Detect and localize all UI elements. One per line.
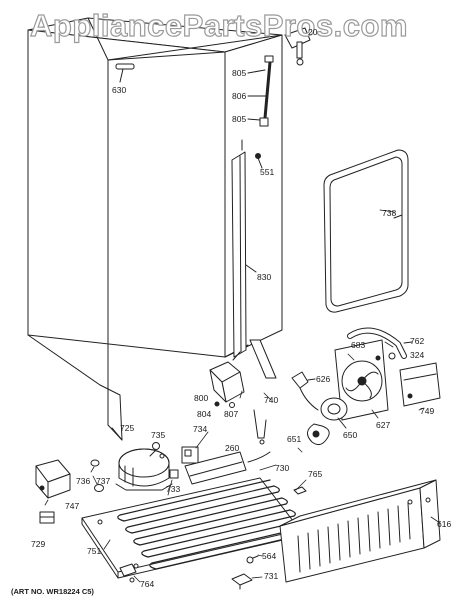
part-804-graphic (214, 401, 220, 407)
part-label-738: 738 (382, 208, 397, 218)
part-label-551: 551 (260, 167, 275, 177)
art-number: (ART NO. WR18224 C5) (11, 587, 94, 596)
part-label-762: 762 (410, 336, 425, 346)
part-616-graphic (279, 479, 441, 583)
top-hinge-graphic (284, 27, 311, 66)
part-label-805-top: 805 (232, 68, 247, 78)
part-734-graphic (181, 446, 199, 464)
part-830-graphic (231, 139, 257, 358)
part-651-graphic (307, 423, 330, 446)
part-label-627: 627 (376, 420, 391, 430)
part-762-graphic (347, 327, 413, 359)
part-800-graphic (209, 351, 245, 403)
part-label-616: 616 (437, 519, 452, 529)
part-label-651: 651 (287, 434, 302, 444)
part-764-graphic (119, 563, 137, 583)
part-label-765: 765 (308, 469, 323, 479)
part-label-804: 804 (197, 409, 212, 419)
part-label-807: 807 (224, 409, 239, 419)
part-label-736: 736 (76, 476, 91, 486)
part-label-650: 650 (343, 430, 358, 440)
part-label-730: 730 (275, 463, 290, 473)
part-751-graphic (81, 477, 301, 579)
part-740-graphic (253, 409, 267, 445)
part-627-graphic (334, 339, 389, 421)
part-737-graphic (94, 484, 104, 492)
part-731-graphic (231, 573, 253, 590)
part-564-graphic (246, 555, 259, 564)
part-label-830: 830 (257, 272, 272, 282)
part-324-graphic (388, 352, 396, 360)
part-label-733: 733 (166, 484, 181, 494)
part-807-graphic (229, 402, 235, 408)
part-label-805-bottom: 805 (232, 114, 247, 124)
part-label-683: 683 (351, 340, 366, 350)
part-label-731: 731 (264, 571, 279, 581)
part-733-graphic (169, 469, 179, 479)
part-label-751: 751 (87, 546, 102, 556)
part-736-graphic (90, 459, 100, 467)
part-label-749: 749 (420, 406, 435, 416)
leader-lines (44, 209, 441, 583)
part-label-564: 564 (262, 551, 277, 561)
part-551-graphic (255, 153, 263, 169)
part-747-graphic (35, 459, 71, 499)
watermark: AppliancePartsPros.com (29, 7, 408, 43)
part-label-806: 806 (232, 91, 247, 101)
part-label-764: 764 (140, 579, 155, 589)
part-label-20x: 20 (308, 27, 318, 37)
part-label-729: 729 (31, 539, 46, 549)
part-806-graphic (247, 55, 274, 127)
part-label-734: 734 (193, 424, 208, 434)
cabinet (27, 17, 283, 441)
part-label-626: 626 (316, 374, 331, 384)
part-735-graphic (149, 442, 160, 457)
part-765-graphic (293, 486, 307, 495)
part-label-737: 737 (96, 476, 111, 486)
part-729-graphic (39, 511, 55, 524)
part-630-graphic (115, 63, 135, 83)
part-label-725: 725 (120, 423, 135, 433)
part-650-graphic (320, 397, 348, 429)
part-label-630: 630 (112, 85, 127, 95)
part-label-747: 747 (65, 501, 80, 511)
part-626-graphic (291, 371, 319, 411)
part-749-graphic (399, 362, 441, 407)
part-label-260: 260 (225, 443, 240, 453)
part-725-graphic (115, 448, 173, 491)
part-label-800: 800 (194, 393, 209, 403)
part-738-graphic (323, 149, 409, 313)
part-260-graphic (184, 451, 271, 485)
part-label-324: 324 (410, 350, 425, 360)
part-label-740: 740 (264, 395, 279, 405)
part-label-735: 735 (151, 430, 166, 440)
